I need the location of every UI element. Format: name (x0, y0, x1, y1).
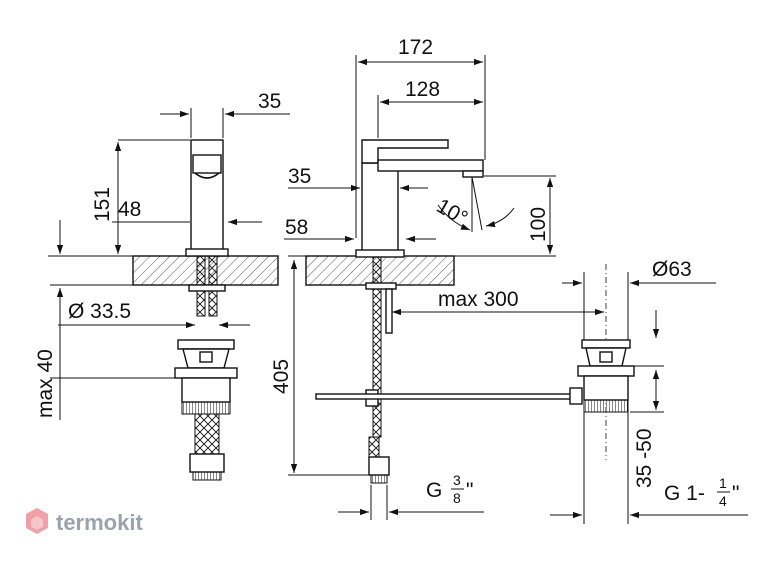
dim-max-300: max 300 (438, 288, 519, 311)
dim-405: 405 (270, 359, 293, 394)
dim-g-3-8-suffix: " (466, 479, 473, 502)
dim-angle-10: 10° (433, 194, 472, 230)
dim-g-3-8-prefix: G (426, 479, 442, 502)
dim-diameter-33-5: Ø 33.5 (68, 300, 131, 323)
dim-58: 58 (285, 216, 308, 239)
side-view: 151 48 35 Ø 33.5 max 40 (34, 90, 290, 481)
dim-g-1-1-4-suffix: " (732, 482, 739, 505)
dim-151: 151 (91, 187, 114, 222)
dim-48: 48 (118, 198, 141, 221)
front-view: 172 128 35 58 100 10° max 300 Ø63 (270, 36, 748, 524)
dim-100: 100 (527, 207, 550, 242)
termokit-logo-text: termokit (56, 510, 143, 535)
dim-35-50: 35 -50 (633, 428, 656, 488)
dim-diameter-63: Ø63 (652, 258, 692, 281)
dim-g-1-1-4-numerator: 1 (719, 475, 727, 491)
dim-max-40: max 40 (34, 349, 57, 418)
dim-g-1-1-4-denominator: 4 (719, 493, 727, 509)
dim-128: 128 (405, 78, 440, 101)
dim-35-side: 35 (288, 165, 311, 188)
dim-g-3-8-denominator: 8 (453, 490, 461, 506)
dim-172: 172 (398, 36, 433, 59)
dim-g-1-1-4-prefix: G 1- (664, 482, 705, 505)
termokit-logo: termokit (26, 508, 143, 535)
dim-35-top: 35 (258, 90, 281, 113)
dim-g-3-8-numerator: 3 (453, 472, 461, 488)
